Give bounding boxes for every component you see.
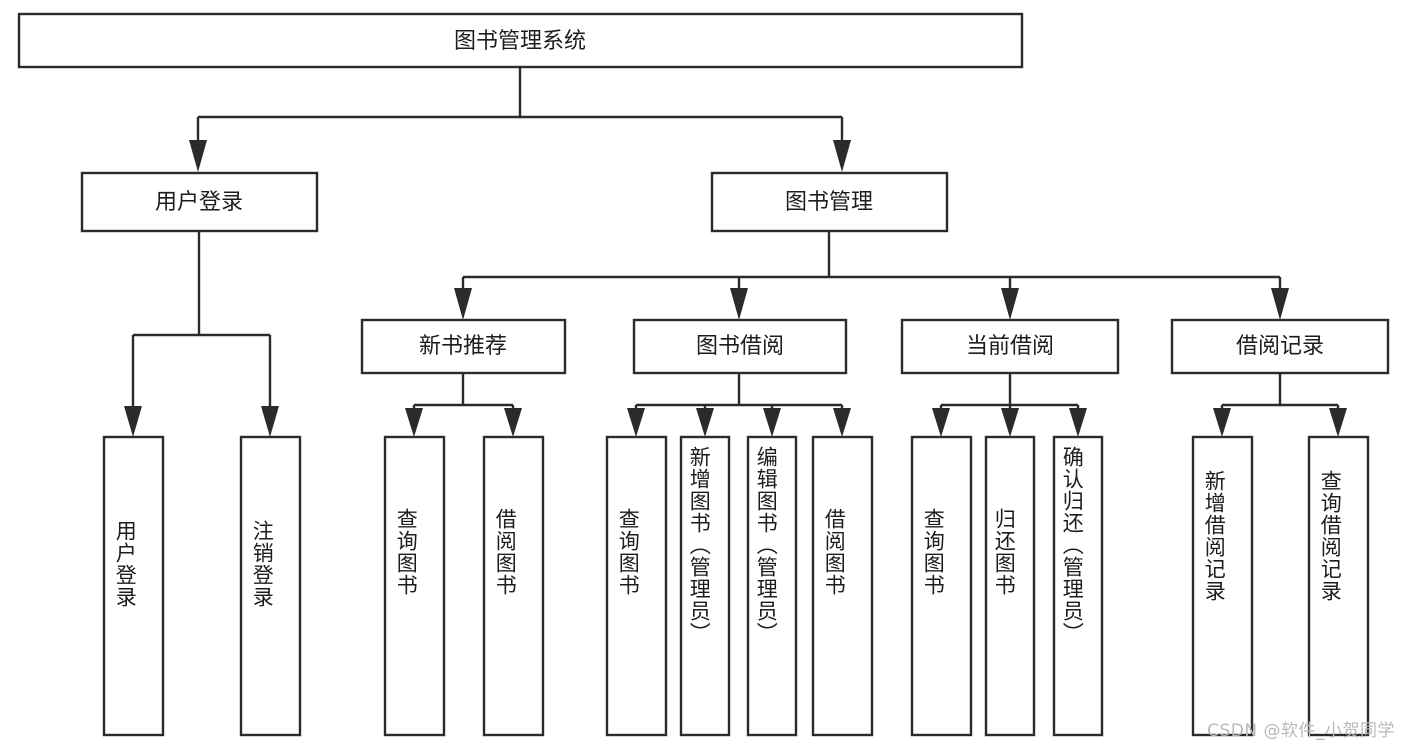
arrowhead-leaf-borrow-book-1	[504, 408, 522, 437]
arrowhead-book-borrow	[730, 288, 748, 320]
node-current-borrow-label: 当前借阅	[966, 333, 1054, 358]
node-user-login-box[interactable]	[80, 171, 319, 233]
arrowhead-book-manage	[833, 140, 851, 172]
node-root-label: 图书管理系统	[454, 28, 586, 53]
leaf-borrow-book-2-box[interactable]	[811, 435, 874, 737]
arrowhead-current-borrow	[1001, 288, 1019, 320]
connector-group-book-manage	[454, 231, 1289, 320]
arrowhead-leaf-query-book-1	[405, 408, 423, 437]
leaf-borrow-book-1-box[interactable]	[482, 435, 545, 737]
node-book-manage-label: 图书管理	[785, 189, 873, 214]
arrowhead-new-book-recommend	[454, 288, 472, 320]
node-book-manage-box[interactable]	[710, 171, 949, 233]
arrowhead-leaf-add-book	[696, 408, 714, 437]
leaf-edit-book-box[interactable]	[746, 435, 798, 737]
node-book-borrow-box[interactable]	[632, 318, 848, 375]
node-book-manage[interactable]: 图书管理	[710, 171, 949, 233]
connector-group-new-book-recommend	[405, 373, 522, 437]
leaf-return-book-box[interactable]	[984, 435, 1036, 737]
leaf-query-book-3-box[interactable]	[910, 435, 973, 737]
connector-group-root	[189, 68, 851, 172]
arrowhead-leaf-user-login	[124, 406, 142, 437]
node-new-book-recommend-box[interactable]	[360, 318, 567, 375]
node-new-book-recommend[interactable]: 新书推荐	[360, 318, 567, 375]
leaf-confirm-return-box[interactable]	[1052, 435, 1104, 737]
arrowhead-leaf-add-record	[1213, 408, 1231, 437]
leaf-add-book-box[interactable]	[679, 435, 731, 737]
arrowhead-leaf-logout-login	[261, 406, 279, 437]
leaf-logout-login-box[interactable]	[239, 435, 302, 737]
arrowhead-user-login	[189, 140, 207, 172]
node-borrow-record-box[interactable]	[1170, 318, 1390, 375]
node-borrow-record[interactable]: 借阅记录	[1170, 318, 1390, 375]
connector-group-current-borrow	[932, 373, 1087, 437]
node-root-box[interactable]	[17, 12, 1024, 69]
node-book-borrow-label: 图书借阅	[696, 333, 784, 358]
node-user-login[interactable]: 用户登录	[80, 171, 319, 233]
node-user-login-label: 用户登录	[155, 189, 243, 214]
connector-group-book-borrow	[627, 373, 851, 437]
connector-group-borrow-record	[1213, 373, 1347, 437]
leaf-query-book-1-box[interactable]	[383, 435, 446, 737]
leaf-add-record-box[interactable]	[1191, 435, 1254, 737]
node-borrow-record-label: 借阅记录	[1236, 333, 1324, 358]
node-new-book-recommend-label: 新书推荐	[419, 333, 507, 358]
arrowhead-leaf-edit-book	[763, 408, 781, 437]
csdn-watermark: CSDN @软件_小贺同学	[1207, 721, 1395, 741]
node-current-borrow-box[interactable]	[900, 318, 1120, 375]
arrowhead-leaf-query-book-3	[932, 408, 950, 437]
arrowhead-leaf-confirm-return	[1069, 408, 1087, 437]
arrowhead-leaf-query-book-2	[627, 408, 645, 437]
arrowhead-leaf-query-record	[1329, 408, 1347, 437]
arrowhead-leaf-return-book	[1001, 408, 1019, 437]
leaf-user-login-box[interactable]	[102, 435, 165, 737]
leaf-query-record-box[interactable]	[1307, 435, 1370, 737]
node-current-borrow[interactable]: 当前借阅	[900, 318, 1120, 375]
leaf-query-book-2-box[interactable]	[605, 435, 668, 737]
node-root[interactable]: 图书管理系统	[17, 12, 1024, 69]
arrowhead-leaf-borrow-book-2	[833, 408, 851, 437]
connector-group-user-login	[124, 231, 279, 437]
node-book-borrow[interactable]: 图书借阅	[632, 318, 848, 375]
arrowhead-borrow-record	[1271, 288, 1289, 320]
